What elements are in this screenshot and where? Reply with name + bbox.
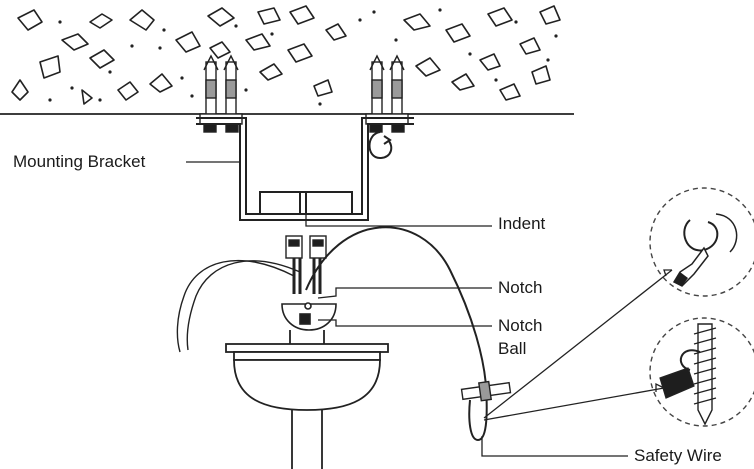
left-anchor-bolts <box>199 54 243 133</box>
ceiling-hook <box>368 131 393 160</box>
mounting-bracket <box>196 117 414 221</box>
mounting-bracket-label: Mounting Bracket <box>13 152 146 171</box>
leader-lines <box>186 161 673 457</box>
canopy <box>225 330 389 469</box>
notch-label: Notch <box>498 278 543 297</box>
right-anchor-bolts <box>365 54 409 133</box>
safety-wire-label: Safety Wire <box>634 446 722 465</box>
indent-label: Indent <box>498 214 546 233</box>
safety-wire-clamp <box>460 380 512 402</box>
ceiling-concrete <box>11 5 561 105</box>
notch-ball-label-line2: Ball <box>498 339 527 358</box>
detail-hook-circle <box>649 187 754 297</box>
detail-screw-circle <box>649 317 754 427</box>
ceiling-specks <box>48 8 558 106</box>
notch-ball <box>281 302 337 331</box>
notch-ball-label-line1: Notch <box>498 316 543 335</box>
loose-wire <box>176 259 295 353</box>
safety-wire <box>305 226 488 442</box>
